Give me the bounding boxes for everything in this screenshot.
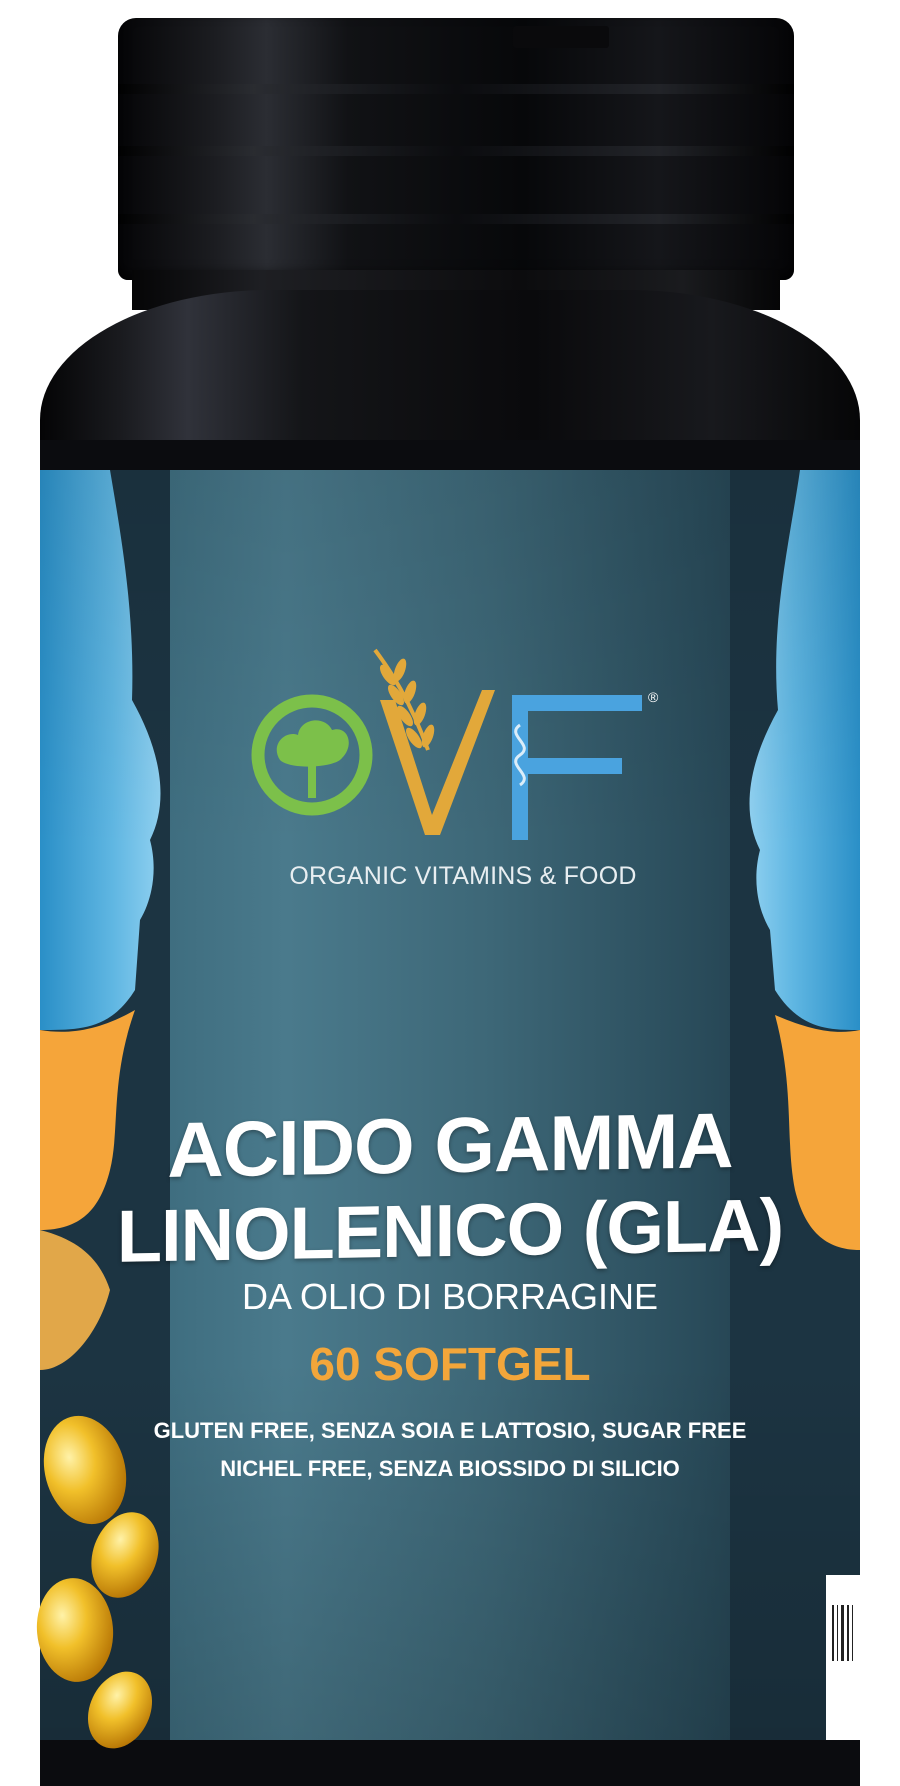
- cap-ridge: [118, 84, 794, 94]
- brand-name: ORGANIC VITAMINS & FOOD: [289, 862, 637, 890]
- product-subtitle: DA OLIO DI BORRAGINE: [241, 1276, 659, 1317]
- tree-icon: [251, 694, 373, 816]
- bottle-cap: [118, 18, 794, 280]
- claims-line2: NICHEL FREE, SENZA BIOSSIDO DI SILICIO: [220, 1456, 680, 1481]
- cap-notch: [513, 26, 609, 48]
- product-title-line1: ACIDO GAMMA: [167, 1096, 733, 1194]
- ovf-logo: ®: [251, 648, 659, 840]
- claims-line1: GLUTEN FREE, SENZA SOIA E LATTOSIO, SUGA…: [153, 1418, 747, 1443]
- product-title-line2: LINOLENICO (GLA): [116, 1183, 784, 1278]
- softgel-count: 60 SOFTGEL: [309, 1338, 591, 1390]
- registered-mark: ®: [648, 689, 659, 705]
- face-profile-art-right: [730, 470, 860, 1740]
- cap-ridge: [118, 214, 794, 224]
- label-shading: [40, 470, 860, 1740]
- softgel-capsule-icon: [36, 1415, 159, 1749]
- cap-ridge: [118, 146, 794, 156]
- caduceus-icon: [512, 695, 642, 840]
- wheat-icon: [373, 648, 495, 835]
- barcode: [826, 1575, 860, 1740]
